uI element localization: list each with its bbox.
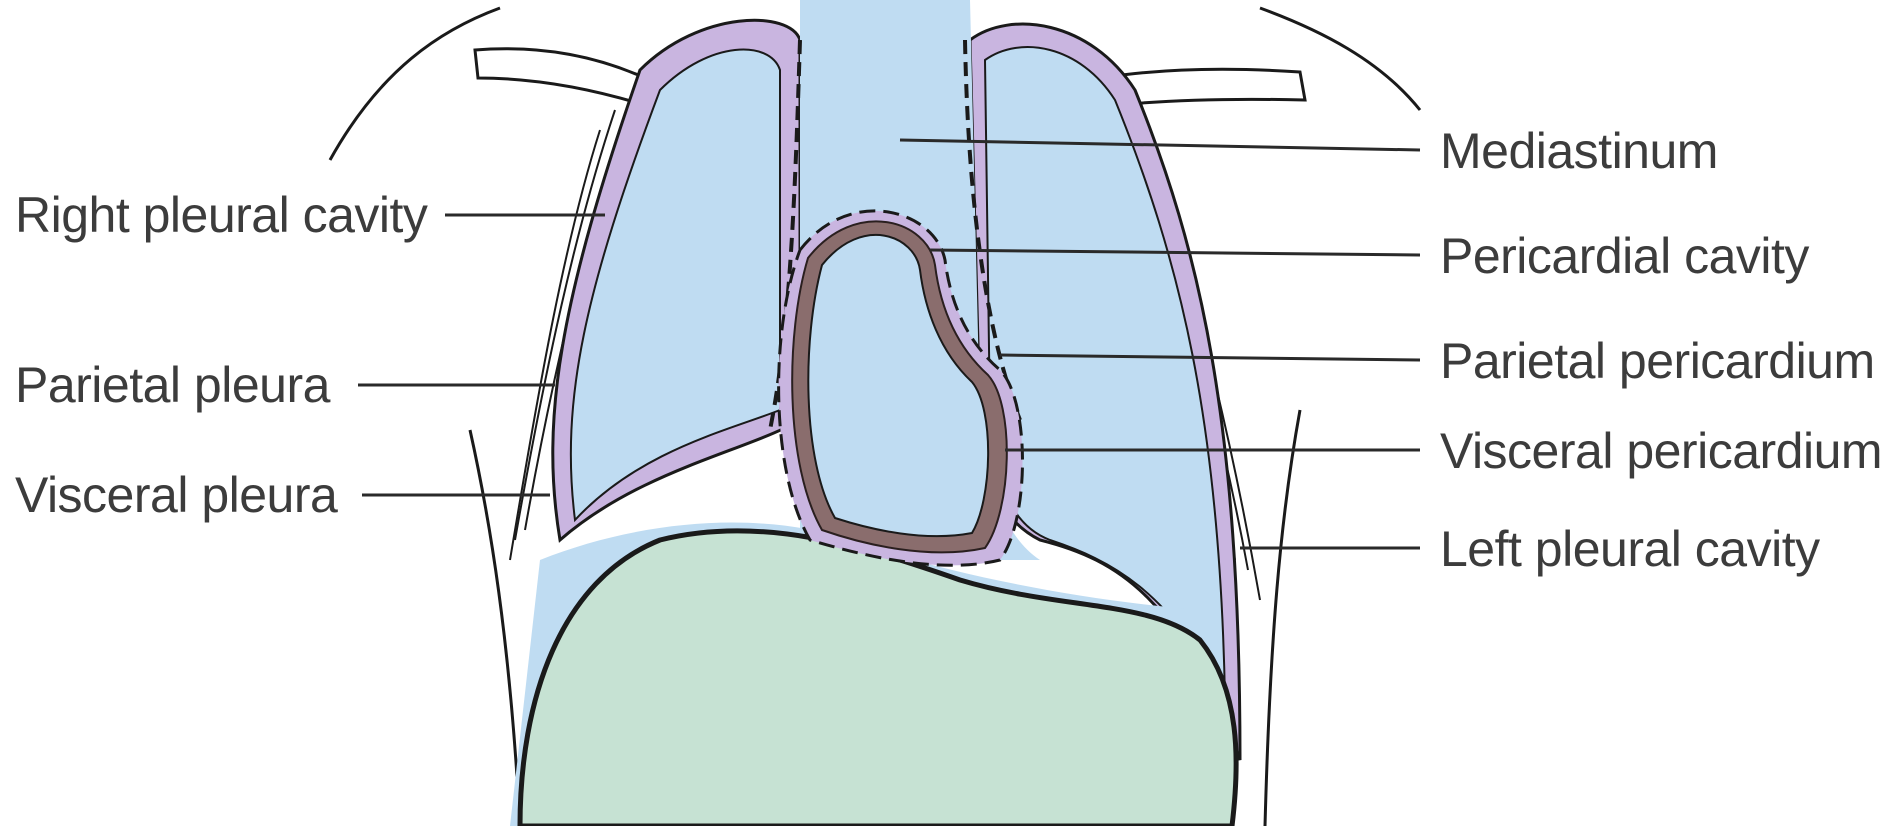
label-left-pleural-cavity: Left pleural cavity: [1440, 521, 1820, 577]
label-parietal-pleura: Parietal pleura: [15, 357, 331, 413]
label-parietal-pericardium: Parietal pericardium: [1440, 333, 1875, 389]
label-visceral-pleura: Visceral pleura: [15, 467, 338, 523]
label-right-pleural-cavity: Right pleural cavity: [15, 187, 428, 243]
label-visceral-pericardium: Visceral pericardium: [1440, 423, 1882, 479]
label-pericardial-cavity: Pericardial cavity: [1440, 228, 1809, 284]
label-mediastinum: Mediastinum: [1440, 123, 1718, 179]
